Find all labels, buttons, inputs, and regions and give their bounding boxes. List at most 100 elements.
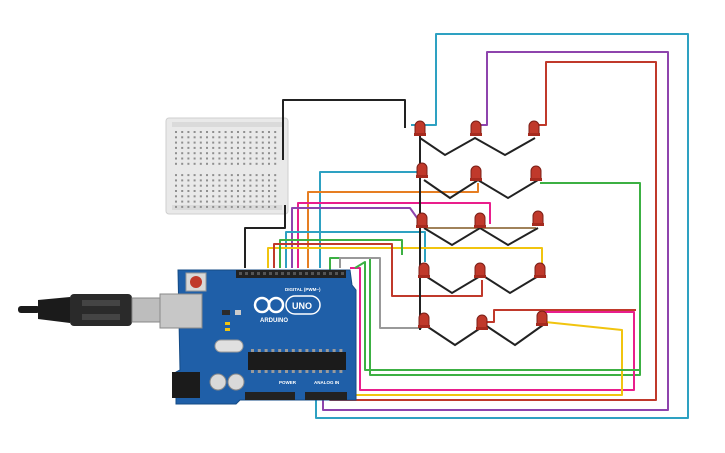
header-pin[interactable]: [275, 272, 278, 275]
usb-cable-icon[interactable]: [18, 294, 161, 326]
breadboard-hole: [230, 141, 233, 144]
breadboard-hole: [175, 157, 177, 160]
header-pin[interactable]: [317, 272, 320, 275]
breadboard-hole: [237, 162, 239, 165]
breadboard-hole: [175, 131, 177, 133]
header-pin[interactable]: [257, 272, 260, 275]
wire-yellow: [267, 247, 543, 270]
breadboard-hole: [274, 179, 277, 182]
led-icon[interactable]: [528, 120, 540, 136]
breadboard-hole: [237, 200, 239, 203]
header-pin[interactable]: [239, 272, 242, 275]
breadboard-hole: [268, 162, 270, 165]
chip-pin: [278, 370, 282, 373]
header-pin[interactable]: [311, 272, 314, 275]
led-icon[interactable]: [470, 165, 482, 181]
header-pin[interactable]: [245, 272, 248, 275]
led-icon[interactable]: [536, 310, 548, 326]
header-pin[interactable]: [323, 272, 326, 275]
breadboard-hole: [224, 200, 227, 203]
breadboard-hole: [218, 190, 221, 192]
header-pin[interactable]: [269, 272, 272, 275]
breadboard-hole: [261, 174, 264, 177]
chip-pin: [257, 349, 261, 352]
breadboard-hole: [230, 146, 233, 149]
breadboard-hole: [274, 157, 277, 160]
breadboard-hole: [268, 200, 270, 203]
led-icon[interactable]: [416, 212, 428, 228]
model-text: UNO: [292, 301, 312, 311]
breadboard-hole: [193, 174, 196, 177]
wire-yellow-2: [345, 321, 623, 396]
breadboard-hole: [255, 184, 258, 187]
breadboard-hole: [199, 131, 202, 133]
breadboard-hole: [249, 136, 252, 139]
breadboard-icon[interactable]: [165, 117, 289, 215]
led-icon[interactable]: [416, 162, 428, 178]
breadboard-hole: [206, 146, 208, 149]
atmega-chip: [248, 349, 346, 373]
chip-pin: [291, 370, 295, 373]
led-icon[interactable]: [418, 262, 430, 278]
header-pin[interactable]: [341, 272, 344, 275]
header-pin[interactable]: [299, 272, 302, 275]
breadboard-hole: [187, 195, 190, 198]
header-pin[interactable]: [335, 272, 338, 275]
breadboard-hole: [230, 205, 233, 208]
breadboard-hole: [224, 174, 227, 177]
header-pin[interactable]: [305, 272, 308, 275]
breadboard-hole: [243, 131, 246, 133]
led-icon[interactable]: [414, 120, 426, 136]
breadboard-hole: [261, 205, 264, 208]
led-icon[interactable]: [476, 314, 488, 330]
breadboard-hole: [237, 157, 239, 160]
header-pin[interactable]: [287, 272, 290, 275]
breadboard-hole: [181, 184, 184, 187]
breadboard-hole: [181, 136, 184, 139]
breadboard-hole: [268, 195, 270, 198]
breadboard-hole: [261, 179, 264, 182]
led-icon[interactable]: [534, 262, 546, 278]
breadboard-hole: [175, 136, 177, 139]
breadboard-hole: [187, 136, 190, 139]
breadboard-hole: [193, 179, 196, 182]
chip-pin: [332, 349, 336, 352]
led-icon[interactable]: [532, 210, 544, 226]
breadboard-hole: [249, 157, 252, 160]
breadboard-hole: [261, 141, 264, 144]
led-icon[interactable]: [530, 165, 542, 181]
breadboard-hole: [212, 162, 215, 165]
breadboard-hole: [237, 190, 239, 192]
breadboard-hole: [268, 157, 270, 160]
breadboard-hole: [206, 162, 208, 165]
breadboard-hole: [243, 146, 246, 149]
breadboard-hole: [218, 152, 221, 155]
breadboard-hole: [212, 131, 215, 133]
led-icon[interactable]: [474, 212, 486, 228]
chip-pin: [298, 349, 302, 352]
reset-button-icon[interactable]: [185, 272, 207, 292]
wire-red-3: [484, 309, 636, 323]
header-pin[interactable]: [329, 272, 332, 275]
header-pin[interactable]: [293, 272, 296, 275]
breadboard-hole: [268, 146, 270, 149]
breadboard-hole: [187, 205, 190, 208]
chip-pin: [312, 370, 316, 373]
breadboard-hole: [261, 162, 264, 165]
breadboard-hole: [268, 184, 270, 187]
breadboard-hole: [255, 162, 258, 165]
breadboard-hole: [230, 190, 233, 192]
led-icon[interactable]: [470, 120, 482, 136]
wire-green-2: [279, 239, 403, 268]
led-icon[interactable]: [418, 312, 430, 328]
header-pin[interactable]: [263, 272, 266, 275]
breadboard-hole: [237, 146, 239, 149]
breadboard-hole: [230, 184, 233, 187]
chip-pin: [339, 349, 343, 352]
header-pin[interactable]: [281, 272, 284, 275]
arduino-board[interactable]: ARDUINO UNO DIGITAL (PWM~) POWER ANALOG …: [159, 269, 357, 405]
breadboard-hole: [187, 174, 190, 177]
header-pin[interactable]: [251, 272, 254, 275]
chip-pin: [312, 349, 316, 352]
led-icon[interactable]: [474, 262, 486, 278]
